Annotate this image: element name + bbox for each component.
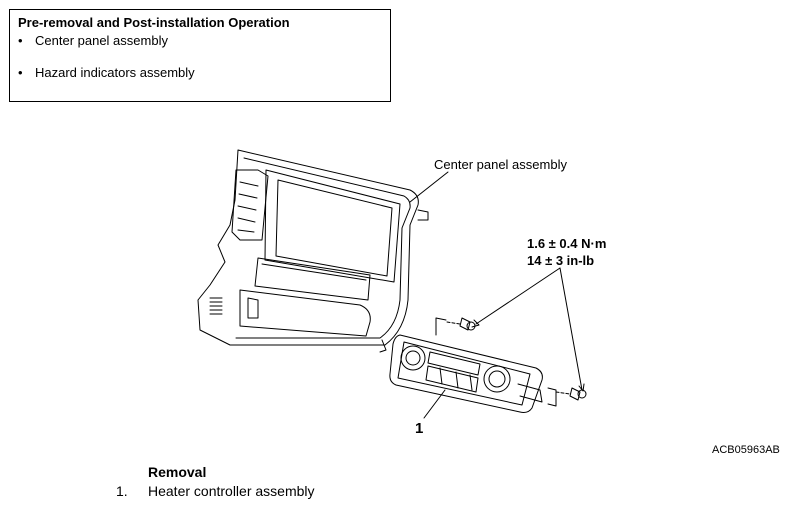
torque-spec-nm: 1.6 ± 0.4 N·m: [527, 236, 607, 251]
center-panel-callout: Center panel assembly: [434, 157, 567, 172]
heater-controller-assembly: [389, 317, 557, 413]
torque-spec-inlb: 14 ± 3 in-lb: [527, 253, 595, 268]
display-opening: [264, 169, 401, 283]
removal-title: Removal: [148, 464, 207, 480]
torque-leader-2: [559, 267, 583, 391]
center-panel-inner-edge: [235, 157, 411, 339]
middle-slot: [254, 257, 371, 301]
pre-removal-operation-box: Pre-removal and Post-installation Operat…: [9, 9, 391, 102]
figure-code: ACB05963AB: [712, 444, 780, 456]
removal-step-label: Heater controller assembly: [148, 483, 315, 499]
center-panel-outline: [197, 149, 419, 346]
operation-item-label: Center panel assembly: [35, 33, 168, 48]
operation-box-title: Pre-removal and Post-installation Operat…: [18, 15, 290, 30]
air-vent: [231, 169, 269, 241]
operation-item-label: Hazard indicators assembly: [35, 65, 195, 80]
screw-upper: [459, 317, 476, 331]
operation-item: •Hazard indicators assembly: [18, 65, 195, 80]
part-number-label: 1: [415, 420, 424, 437]
removal-step-number: 1.: [116, 483, 128, 499]
display-inner: [275, 179, 393, 277]
torque-leader-1: [475, 267, 561, 325]
center-panel-leader: [409, 171, 449, 203]
part-number-leader: [423, 389, 446, 419]
operation-item: •Center panel assembly: [18, 33, 168, 48]
lower-opening: [239, 289, 371, 337]
